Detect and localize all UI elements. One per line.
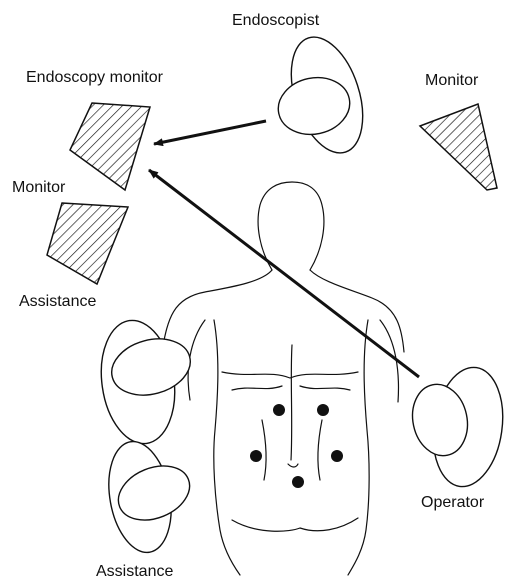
trocar-ports [250, 404, 343, 488]
patient-left-torso [214, 320, 240, 575]
patient-pelvis [232, 518, 358, 531]
monitor-right-label: Monitor [425, 72, 479, 89]
patient-right-torso [348, 320, 369, 575]
operator-label: Operator [421, 494, 485, 511]
patient-outline [162, 182, 404, 575]
trocar-port-dot [273, 404, 285, 416]
patient-abdomen-right [318, 420, 322, 480]
endoscopist-figure [273, 28, 376, 162]
monitor-left-icon [47, 203, 128, 284]
patient-abdomen-left [262, 420, 266, 480]
trocar-port-dot [292, 476, 304, 488]
patient-left-shoulder [162, 270, 272, 350]
endoscopist-view-arrow [154, 121, 266, 144]
assistant-left-figure [94, 316, 197, 449]
operator-figure [406, 363, 510, 491]
patient-midline [291, 345, 292, 460]
patient-navel [288, 464, 298, 467]
trocar-port-dot [250, 450, 262, 462]
assistant-bottom-figure [101, 437, 198, 558]
monitor-left-label: Monitor [12, 179, 66, 196]
trocar-port-dot [317, 404, 329, 416]
endoscopist-label: Endoscopist [232, 12, 320, 29]
endoscopy-monitor-label: Endoscopy monitor [26, 69, 164, 86]
assistance-bottom-label: Assistance [96, 563, 173, 580]
assistance-left-label: Assistance [19, 293, 96, 310]
endoscopy-monitor-icon [70, 103, 150, 190]
trocar-port-dot [331, 450, 343, 462]
patient-chest-line [222, 372, 358, 378]
operator-view-arrow [149, 170, 419, 377]
patient-right-shoulder [310, 270, 404, 352]
monitor-right-icon [420, 104, 497, 190]
patient-head-neck [258, 182, 324, 270]
